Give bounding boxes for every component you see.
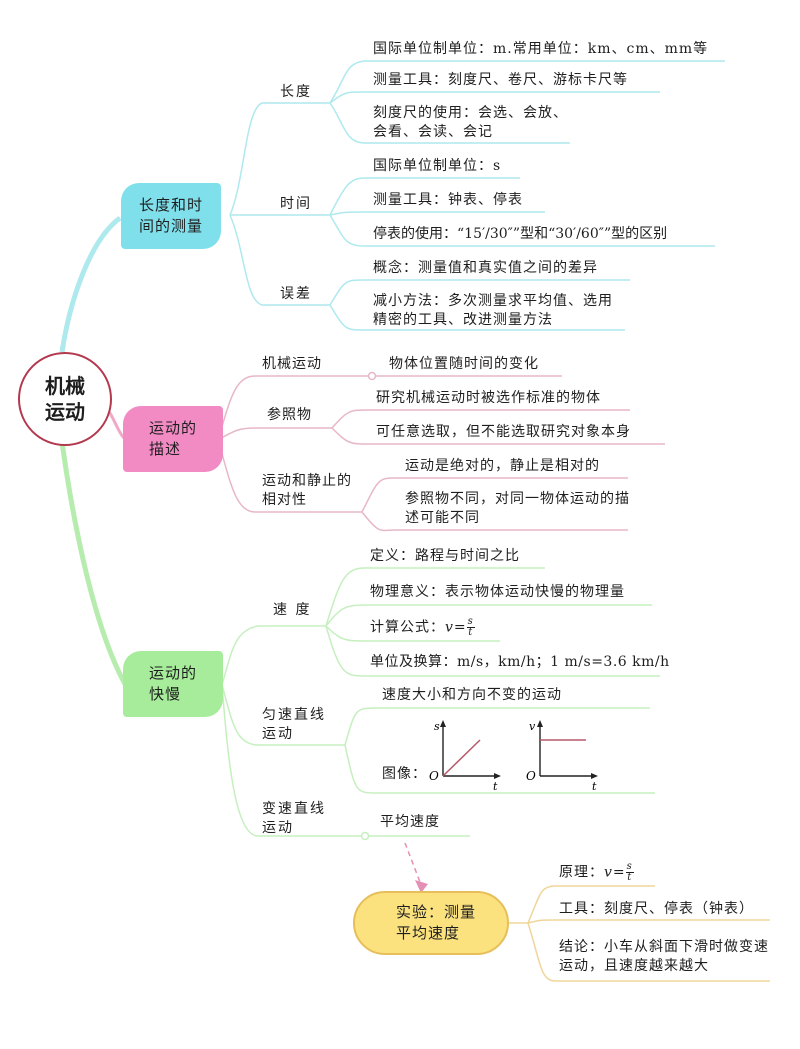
formula-label: 计算公式： xyxy=(370,619,445,636)
leaf-relativity-reference: 参照物不同，对同一物体运动的描述可能不同 xyxy=(405,491,630,526)
branch-length-time-measurement[interactable]: 长度和时 间的测量 xyxy=(121,183,221,249)
experiment-node[interactable]: 实验：测量 平均速度 xyxy=(353,891,509,955)
leaf-uniform-definition: 速度大小和方向不变的运动 xyxy=(382,687,562,703)
leaf-mechanical-motion-def: 物体位置随时间的变化 xyxy=(389,356,539,372)
leaf-experiment-tools: 工具：刻度尺、停表（钟表） xyxy=(559,901,754,917)
leaf-graph-label: 图像： xyxy=(382,766,427,782)
leaf-relativity-absolute: 运动是绝对的，静止是相对的 xyxy=(405,458,600,474)
leaf-experiment-conclusion: 结论：小车从斜面下滑时做变速运动，且速度越来越大 xyxy=(559,939,769,974)
leaf-speed-meaning: 物理意义：表示物体运动快慢的物理量 xyxy=(370,584,625,600)
vt-graph: v O t xyxy=(512,718,602,792)
leaf-time-si-unit: 国际单位制单位：s xyxy=(373,158,502,174)
branch-label-line2: 描述 xyxy=(148,440,181,458)
sub-relativity[interactable]: 运动和静止的相对性 xyxy=(262,473,352,508)
leaf-error-reduce: 减小方法：多次测量求平均值、选用精密的工具、改进测量方法 xyxy=(373,293,613,328)
leaf-length-tools: 测量工具：刻度尺、卷尺、游标卡尺等 xyxy=(373,72,628,88)
root-label-line2: 运动 xyxy=(45,400,85,424)
sub-mechanical-motion[interactable]: 机械运动 xyxy=(262,356,322,372)
principle-label: 原理： xyxy=(559,864,604,881)
svg-text:O: O xyxy=(429,769,439,783)
branch-motion-speed[interactable]: 运动的 快慢 xyxy=(123,651,223,717)
root-label-line1: 机械 xyxy=(45,374,85,398)
st-graph: s O t xyxy=(425,718,505,792)
sub-error[interactable]: 误差 xyxy=(280,286,312,302)
svg-text:s: s xyxy=(434,720,440,733)
leaf-length-si-unit: 国际单位制单位：m.常用单位：km、cm、mm等 xyxy=(373,41,709,57)
experiment-label-line2: 平均速度 xyxy=(395,924,460,942)
svg-text:O: O xyxy=(526,769,536,783)
leaf-reference-choice: 可任意选取，但不能选取研究对象本身 xyxy=(376,424,631,440)
branch-label-line2: 间的测量 xyxy=(138,217,203,235)
branch-label-line1: 运动的 xyxy=(148,419,197,437)
svg-text:t: t xyxy=(493,780,498,792)
leaf-time-tools: 测量工具：钟表、停表 xyxy=(373,192,523,208)
leaf-reference-def: 研究机械运动时被选作标准的物体 xyxy=(376,390,601,406)
branch-label-line1: 运动的 xyxy=(148,664,197,682)
root-node[interactable]: 机械 运动 xyxy=(18,352,112,446)
sub-reference-object[interactable]: 参照物 xyxy=(267,407,312,423)
leaf-speed-definition: 定义：路程与时间之比 xyxy=(370,548,520,564)
leaf-ruler-usage: 刻度尺的使用：会选、会放、会看、会读、会记 xyxy=(373,105,568,140)
leaf-average-speed: 平均速度 xyxy=(380,814,440,830)
sub-time[interactable]: 时间 xyxy=(280,196,312,212)
sub-speed[interactable]: 速 度 xyxy=(273,602,312,618)
branch-label-line1: 长度和时 xyxy=(138,196,203,214)
sub-uniform-motion[interactable]: 匀速直线运动 xyxy=(262,707,326,742)
experiment-label-line1: 实验：测量 xyxy=(395,903,476,921)
sub-variable-motion[interactable]: 变速直线运动 xyxy=(262,801,326,836)
svg-text:t: t xyxy=(592,780,597,792)
sub-length[interactable]: 长度 xyxy=(280,84,312,100)
leaf-speed-units: 单位及换算：m/s，km/h；1 m/s=3.6 km/h xyxy=(370,654,670,670)
branch-motion-description[interactable]: 运动的 描述 xyxy=(123,406,223,472)
formula-lhs: v= xyxy=(445,619,467,636)
svg-text:v: v xyxy=(529,720,536,733)
leaf-stopwatch-usage: 停表的使用：“15′/30″”型和“30′/60″”型的区别 xyxy=(373,226,668,242)
leaf-error-concept: 概念：测量值和真实值之间的差异 xyxy=(373,260,598,276)
branch-label-line2: 快慢 xyxy=(148,685,181,703)
